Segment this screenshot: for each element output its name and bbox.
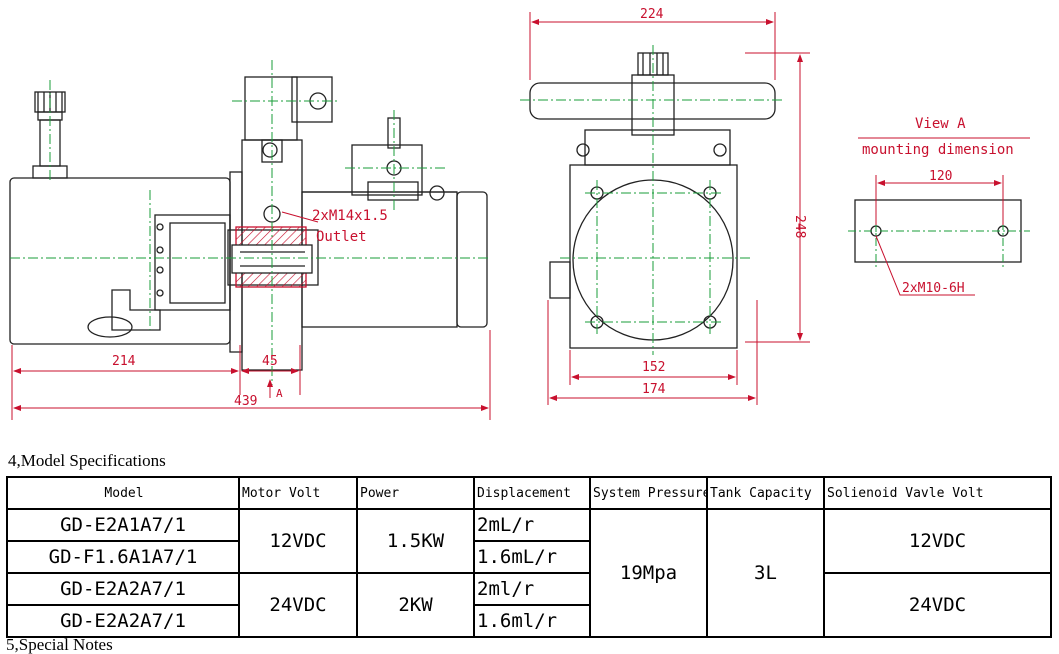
side-dimensions [11, 211, 491, 420]
system-pressure-cell: 19Mpa [589, 508, 708, 638]
spec-table: Model Motor Volt Power Displacement Syst… [6, 476, 1052, 638]
header-displacement: Displacement [473, 476, 591, 510]
displacement-cell: 1.6ml/r [473, 604, 591, 638]
dim-214: 214 [112, 354, 136, 369]
table-row: GD-E2A1A7/1 12VDC 1.5KW 2mL/r 19Mpa 3L 1… [6, 508, 1052, 638]
power-cell: 2KW [356, 572, 475, 638]
dim-439: 439 [234, 394, 257, 409]
dim-152: 152 [642, 360, 665, 375]
outlet-label: Outlet [316, 229, 367, 245]
view-a-centerlines [848, 190, 1030, 270]
view-a-subtitle: mounting dimension [862, 142, 1014, 158]
tank-body [9, 177, 231, 345]
dim-120: 120 [929, 169, 952, 184]
side-view [9, 76, 488, 371]
mount-thread-label: 2xM10-6H [902, 281, 965, 296]
next-section-title: 5,Special Notes [6, 635, 113, 654]
technical-drawing: 214 45 439 A 2xM14x1.5 Outlet [9, 7, 1030, 420]
header-system-pressure: System Pressure [589, 476, 708, 510]
view-a-title: View A [915, 116, 966, 132]
model-cell: GD-E2A2A7/1 [6, 572, 240, 606]
header-model: Model [6, 476, 240, 510]
table-header-row: Model Motor Volt Power Displacement Syst… [6, 476, 1052, 510]
header-tank-capacity: Tank Capacity [706, 476, 825, 510]
outlet-thread-label: 2xM14x1.5 [312, 208, 388, 224]
model-cell: GD-E2A2A7/1 [6, 604, 240, 638]
end-dimensions [529, 12, 810, 405]
dim-248: 248 [792, 215, 807, 238]
displacement-cell: 2mL/r [473, 508, 591, 542]
tank-capacity-cell: 3L [706, 508, 825, 638]
model-cell: GD-F1.6A1A7/1 [6, 540, 240, 574]
motor-volt-cell: 24VDC [238, 572, 358, 638]
view-marker-a: A [276, 387, 283, 400]
dim-174: 174 [642, 382, 666, 397]
view-a-dimensions [875, 175, 1004, 296]
header-motor-volt: Motor Volt [238, 476, 358, 510]
end-centerlines [520, 45, 785, 355]
displacement-cell: 2ml/r [473, 572, 591, 606]
solenoid-coil [244, 76, 298, 141]
motor-volt-cell: 12VDC [238, 508, 358, 574]
header-power: Power [356, 476, 475, 510]
model-cell: GD-E2A1A7/1 [6, 508, 240, 542]
solenoid-volt-cell: 12VDC [823, 508, 1052, 574]
dim-45: 45 [262, 354, 278, 369]
displacement-cell: 1.6mL/r [473, 540, 591, 574]
dim-224: 224 [640, 7, 664, 22]
header-solenoid-volt: Solienoid Vavle Volt [823, 476, 1052, 510]
drain-plug-icon [87, 316, 133, 338]
table-row: GD-F1.6A1A7/1 1.6mL/r [6, 540, 1051, 574]
table-row: GD-E2A2A7/1 24VDC 2KW 2ml/r 24VDC [6, 572, 1052, 638]
solenoid-volt-cell: 24VDC [823, 572, 1052, 638]
section-title: 4,Model Specifications [8, 451, 166, 470]
power-cell: 1.5KW [356, 508, 475, 574]
side-centerlines [10, 60, 490, 385]
table-row: GD-E2A2A7/1 1.6ml/r [6, 604, 1051, 638]
